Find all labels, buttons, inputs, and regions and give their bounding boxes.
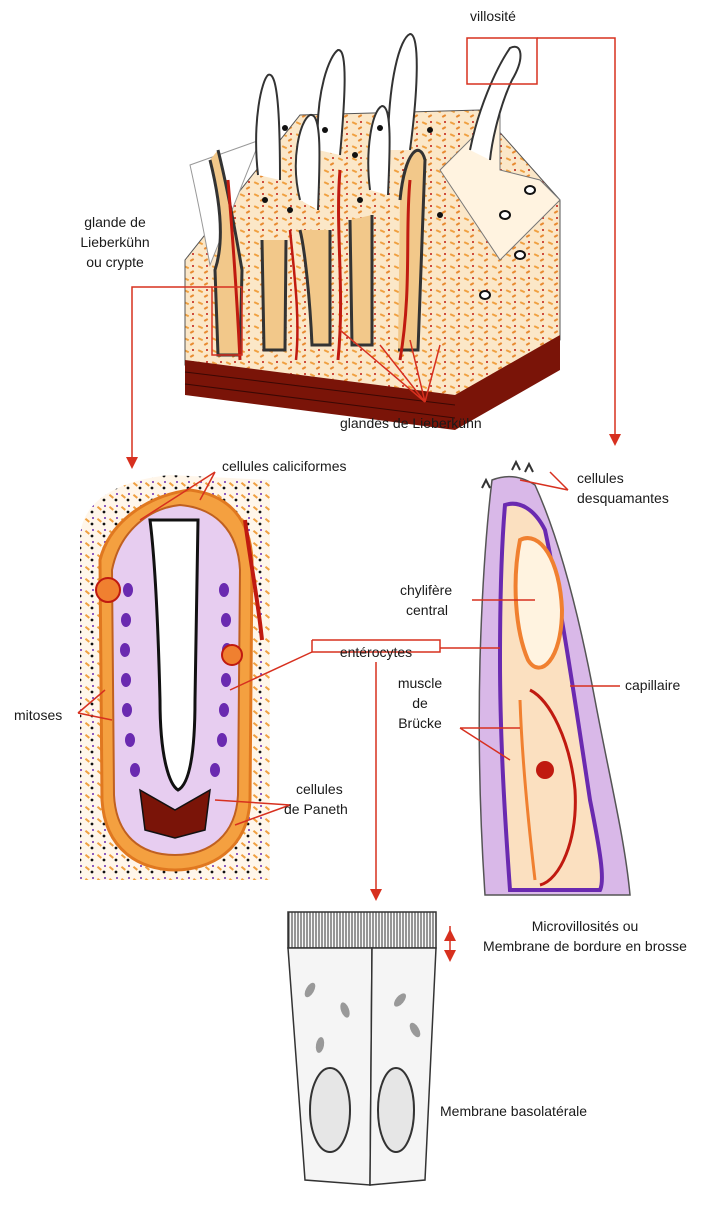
label-glande-line3: ou crypte [60,254,170,271]
label-glandes-lieberkuhn: glandes de Lieberkühn [340,415,482,432]
label-glande-line1: glande de [60,214,170,231]
label-muscle-line2: de [380,695,460,712]
label-desquamantes-line2: desquamantes [577,490,669,507]
label-glande-line2: Lieberkühn [60,234,170,251]
label-muscle-line1: muscle [380,675,460,692]
label-microvillosites-line1: Microvillosités ou [460,918,710,935]
villi-block [185,34,560,430]
enterocytes-detail [288,912,436,1185]
label-capillaire: capillaire [625,677,680,694]
label-muscle-line3: Brücke [380,715,460,732]
label-chylifere-line1: chylifère [400,582,452,599]
label-villosite: villosité [470,8,516,25]
label-enterocytes: entérocytes [312,644,440,661]
crypt-detail [80,475,270,880]
label-chylifere-line2: central [406,602,448,619]
label-paneth-line1: cellules [296,781,343,798]
label-mitoses: mitoses [14,707,62,724]
label-paneth-line2: de Paneth [284,801,348,818]
villus-detail [479,462,630,895]
label-membrane-basolaterale: Membrane basolatérale [440,1103,587,1120]
label-cellules-caliciformes: cellules caliciformes [222,458,346,475]
label-desquamantes-line1: cellules [577,470,624,487]
label-microvillosites-line2: Membrane de bordure en brosse [460,938,710,955]
